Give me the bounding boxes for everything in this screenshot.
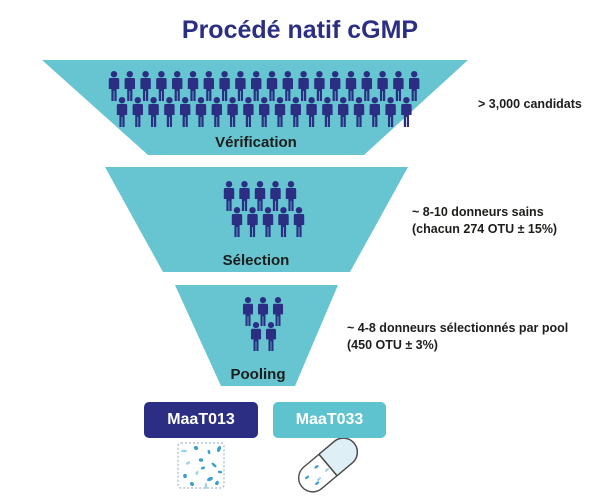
person-icon <box>262 207 274 237</box>
bacteria-pouch-icon <box>177 442 225 490</box>
person-icon <box>282 71 293 101</box>
person-icon <box>345 71 357 101</box>
person-icon <box>369 97 380 127</box>
person-icon <box>242 297 254 326</box>
person-icon <box>231 207 243 237</box>
person-icon <box>195 97 207 127</box>
person-icon <box>223 181 235 211</box>
person-icon <box>266 71 278 101</box>
person-icon <box>361 71 372 101</box>
person-icon <box>235 71 246 101</box>
note-pooling-line-2: (450 OTU ± 3%) <box>347 338 438 352</box>
person-icon <box>259 97 270 127</box>
stage-label-verification: Vérification <box>215 134 297 151</box>
person-icon <box>338 97 349 127</box>
person-icon <box>274 97 286 127</box>
person-icon <box>116 97 128 127</box>
person-icon <box>251 71 262 101</box>
person-icon <box>322 97 333 127</box>
person-icon <box>353 97 365 127</box>
person-icon <box>172 71 183 101</box>
person-icon <box>257 297 269 326</box>
people-group-verification <box>108 71 420 127</box>
note-pooling: ~ 4-8 donneurs sélectionnés par pool (45… <box>347 320 568 354</box>
person-icon <box>187 71 199 101</box>
note-selection: ~ 8-10 donneurs sains (chacun 274 OTU ± … <box>412 204 557 238</box>
person-icon <box>243 97 254 127</box>
note-selection-line-1: ~ 8-10 donneurs sains <box>412 205 544 219</box>
person-icon <box>211 97 222 127</box>
note-pooling-line-1: ~ 4-8 donneurs sélectionnés par pool <box>347 321 569 335</box>
person-icon <box>156 71 167 101</box>
person-icon <box>270 181 281 211</box>
maat033-button[interactable]: MaaT033 <box>273 402 386 438</box>
person-icon <box>164 97 175 127</box>
person-icon <box>272 297 284 326</box>
stage-label-selection: Sélection <box>223 252 290 269</box>
person-icon <box>219 71 230 101</box>
person-icon <box>285 181 297 211</box>
person-icon <box>293 207 305 237</box>
person-icon <box>278 207 289 237</box>
capsule-icon <box>297 437 359 493</box>
person-icon <box>250 322 262 351</box>
person-icon <box>124 71 135 101</box>
stage-label-pooling: Pooling <box>231 366 286 383</box>
note-selection-line-2: (chacun 274 OTU ± 15%) <box>412 222 558 236</box>
person-icon <box>203 71 214 101</box>
person-icon <box>401 97 412 127</box>
person-icon <box>290 97 301 127</box>
person-icon <box>227 97 238 127</box>
person-icon <box>132 97 143 127</box>
person-icon <box>314 71 325 101</box>
note-verification: > 3,000 candidats <box>478 97 582 111</box>
page-title: Procédé natif cGMP <box>181 16 419 44</box>
person-icon <box>180 97 191 127</box>
person-icon <box>330 71 341 101</box>
person-icon <box>265 322 277 351</box>
person-icon <box>385 97 396 127</box>
person-icon <box>108 71 120 101</box>
person-icon <box>409 71 420 101</box>
person-icon <box>140 71 151 101</box>
person-icon <box>306 97 317 127</box>
person-icon <box>254 181 266 211</box>
person-icon <box>298 71 309 101</box>
person-icon <box>393 71 404 101</box>
maat013-button[interactable]: MaaT013 <box>144 402 258 438</box>
people-group-pooling <box>242 297 284 351</box>
people-group-selection <box>223 181 305 237</box>
person-icon <box>239 181 250 211</box>
person-icon <box>148 97 159 127</box>
person-icon <box>247 207 258 237</box>
person-icon <box>377 71 388 101</box>
